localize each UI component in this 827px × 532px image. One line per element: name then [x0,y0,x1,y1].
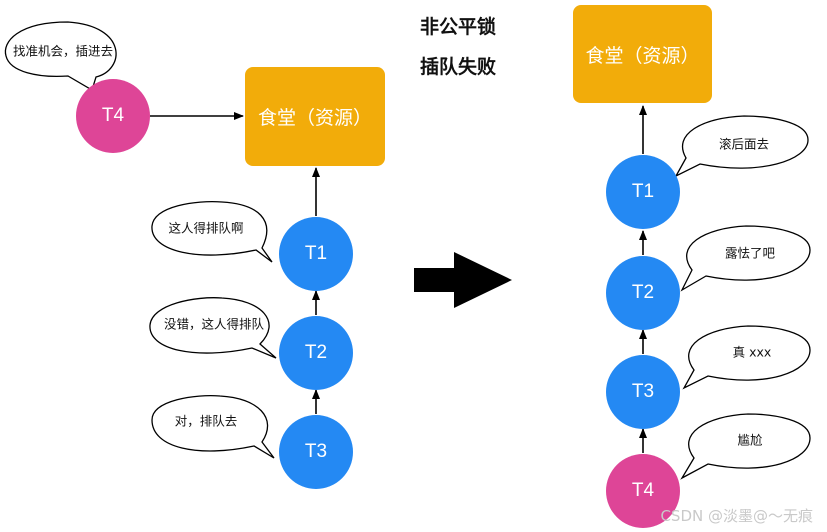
right-node-t1: T1 [606,155,680,229]
transition-arrow [414,252,512,308]
right-resource-box: 食堂（资源） [573,5,712,103]
bubble-r-t4-shape [680,413,811,480]
bubble-t4-shape [4,21,117,91]
bubble-t3-shape [151,394,275,459]
bubble-r-t2-shape [680,225,811,292]
right-bubble-t1-text: 滚后面去 [718,136,770,152]
left-node-t3: T3 [279,415,353,489]
left-node-t2: T2 [279,316,353,390]
right-node-t3: T3 [606,355,680,429]
title-line-1: 非公平锁 [420,16,497,38]
bubble-t1-shape [151,200,273,263]
left-bubble-t3-text: 对，排队去 [174,413,238,429]
left-bubble-t4-text: 找准机会，插进去 [12,43,114,59]
right-node-t2: T2 [606,256,680,330]
right-bubble-t4-text: 尴尬 [737,432,763,448]
bubble-r-t1-shape [674,115,809,178]
bubble-t2-shape [149,297,277,359]
watermark: CSDN @淡墨@～无痕 [660,507,813,525]
right-node-t4: T4 [606,454,680,528]
title-line-2: 插队失败 [420,56,497,78]
right-bubble-t2-text: 露怯了吧 [724,245,776,261]
left-resource-box: 食堂（资源） [245,67,385,166]
left-node-t4: T4 [76,79,150,153]
left-node-t1: T1 [279,217,353,291]
right-bubble-t3-text: 真 xxx [732,344,772,360]
bubble-r-t3-shape [682,325,811,390]
left-bubble-t1-text: 这人得排队啊 [168,220,244,236]
left-bubble-t2-text: 没错，这人得排队 [163,316,265,332]
